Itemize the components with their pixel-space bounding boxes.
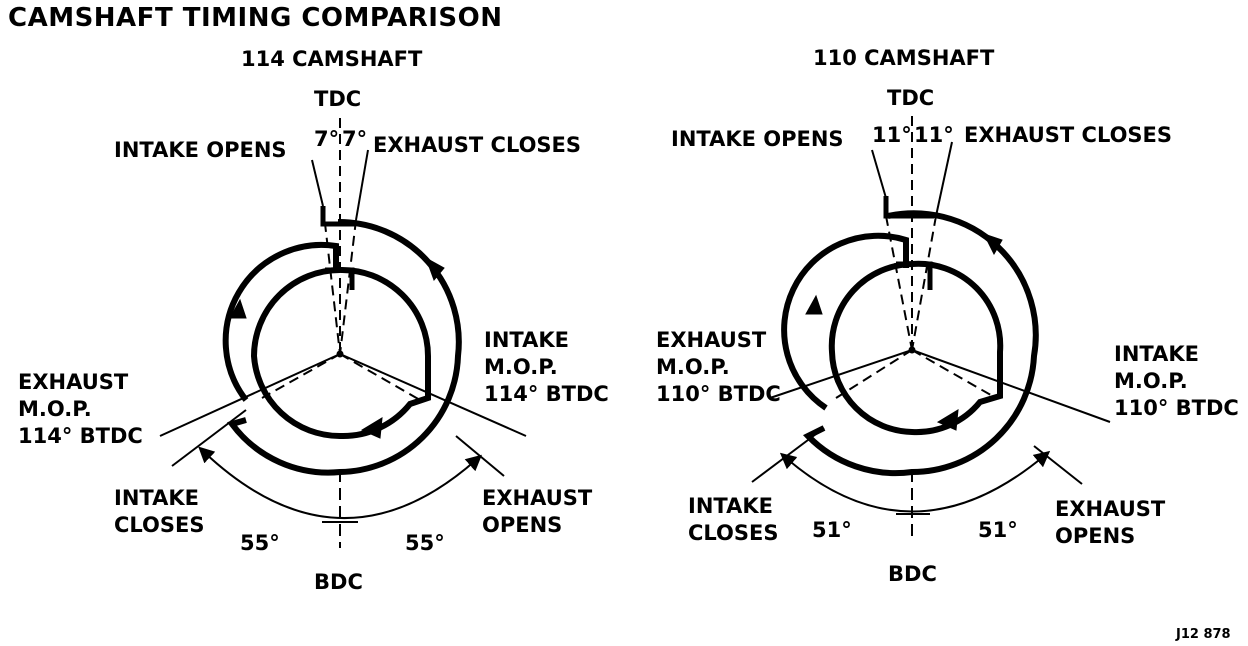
arc-arrow-left-110 [805, 294, 823, 315]
diagram-114 [159, 118, 527, 548]
exhaust-opens-line1-114: EXHAUST [482, 486, 593, 510]
bdc-label-110: BDC [888, 562, 937, 586]
intake-mop-line2-110: M.O.P. [1114, 369, 1188, 393]
intake-mop-line-110 [911, 349, 1111, 423]
exhaust-closes-label-110: EXHAUST CLOSES [964, 123, 1173, 147]
exhaust-mop-dash-110 [835, 349, 913, 399]
intake-mop-label-114: INTAKE M.O.P. 114° BTDC [484, 327, 609, 408]
exhaust-mop-line1-110: EXHAUST [656, 328, 767, 352]
exhaust-duration-arc-110 [802, 210, 1039, 477]
arc-arrow-bottom-114 [360, 417, 383, 439]
intake-mop-dash-114 [339, 353, 421, 401]
intake-closes-label-110: INTAKE CLOSES [688, 493, 779, 547]
exhaust-mop-line2-110: M.O.P. [656, 355, 730, 379]
exhaust-opens-degree-110: 51° [978, 518, 1018, 542]
intake-closes-label-114: INTAKE CLOSES [114, 485, 205, 539]
exhaust-closes-line-114 [355, 149, 369, 221]
exhaust-mop-line3-110: 110° BTDC [656, 382, 781, 406]
intake-opens-degree-114: 7° [314, 127, 340, 151]
exhaust-mop-line1-114: EXHAUST [18, 370, 129, 394]
intake-closes-line-110 [751, 427, 825, 483]
exhaust-closes-step-110 [896, 261, 933, 290]
exhaust-mop-label-110: EXHAUST M.O.P. 110° BTDC [656, 327, 781, 408]
intake-opens-degree-110: 11° [872, 123, 912, 147]
tdc-label-114: TDC [314, 87, 362, 111]
intake-mop-dash-110 [911, 349, 997, 399]
intake-closes-line1-114: INTAKE [114, 486, 199, 510]
exhaust-closes-step-114 [325, 267, 355, 290]
exhaust-mop-line-114 [159, 353, 341, 437]
crank-center-114 [336, 350, 344, 358]
exhaust-opens-line1-110: EXHAUST [1055, 497, 1166, 521]
intake-closes-degree-110: 51° [812, 518, 852, 542]
intake-closes-line-114 [171, 409, 247, 467]
intake-opens-line-110 [871, 149, 887, 199]
intake-mop-label-110: INTAKE M.O.P. 110° BTDC [1114, 341, 1239, 422]
diagram-110 [751, 116, 1111, 540]
bdc-angle-arc-110 [779, 450, 1051, 513]
intake-closes-degree-114: 55° [240, 531, 280, 555]
intake-duration-arc-114 [250, 266, 431, 440]
exhaust-opens-line2-110: OPENS [1055, 524, 1136, 548]
arc-arrow-left-114 [229, 298, 247, 319]
tdc-label-110: TDC [887, 86, 935, 110]
intake-mop-line1-110: INTAKE [1114, 342, 1199, 366]
intake-opens-label-110: INTAKE OPENS [671, 127, 844, 151]
intake-mop-line-114 [339, 353, 527, 437]
intake-mop-line3-114: 114° BTDC [484, 382, 609, 406]
exhaust-opens-label-114: EXHAUST OPENS [482, 485, 592, 539]
intake-mop-line3-110: 110° BTDC [1114, 396, 1239, 420]
intake-duration-arc-110 [828, 260, 1004, 436]
intake-closes-line2-110: CLOSES [688, 521, 779, 545]
exhaust-opens-line-110 [1033, 445, 1083, 485]
page-title: CAMSHAFT TIMING COMPARISON [8, 3, 503, 33]
exhaust-closes-degree-114: 7° [342, 127, 368, 151]
intake-closes-line1-110: INTAKE [688, 494, 773, 518]
exhaust-closes-dash-114 [339, 219, 357, 355]
exhaust-mop-line2-114: M.O.P. [18, 397, 92, 421]
exhaust-mop-line-110 [769, 349, 913, 399]
exhaust-closes-line-110 [935, 141, 953, 217]
intake-opens-label-114: INTAKE OPENS [114, 138, 287, 162]
exhaust-arc-upper-110 [781, 232, 909, 411]
exhaust-opens-line2-114: OPENS [482, 513, 563, 537]
exhaust-closes-dash-110 [911, 215, 937, 351]
intake-closes-line2-114: CLOSES [114, 513, 205, 537]
intake-mop-line2-114: M.O.P. [484, 355, 558, 379]
exhaust-closes-label-114: EXHAUST CLOSES [373, 133, 582, 157]
intake-mop-line1-114: INTAKE [484, 328, 569, 352]
exhaust-opens-degree-114: 55° [405, 531, 445, 555]
exhaust-mop-dash-114 [261, 353, 341, 399]
arc-arrow-bottom-110 [936, 409, 959, 431]
crank-center-110 [908, 346, 916, 354]
arc-arrow-right-110 [983, 233, 1003, 256]
exhaust-closes-degree-110: 11° [914, 123, 954, 147]
intake-opens-dash-110 [885, 215, 913, 351]
diagram-title-114: 114 CAMSHAFT [241, 47, 423, 71]
exhaust-opens-label-110: EXHAUST OPENS [1055, 496, 1165, 550]
exhaust-mop-line3-114: 114° BTDC [18, 424, 143, 448]
exhaust-arc-upper-114 [222, 241, 339, 402]
arc-arrow-right-114 [425, 256, 445, 281]
intake-opens-line-114 [311, 159, 324, 207]
intake-opens-dash-114 [322, 205, 341, 355]
exhaust-mop-label-114: EXHAUST M.O.P. 114° BTDC [18, 369, 143, 450]
diagram-title-110: 110 CAMSHAFT [813, 46, 995, 70]
bdc-label-114: BDC [314, 570, 363, 594]
figure-id: J12 878 [1176, 627, 1231, 642]
